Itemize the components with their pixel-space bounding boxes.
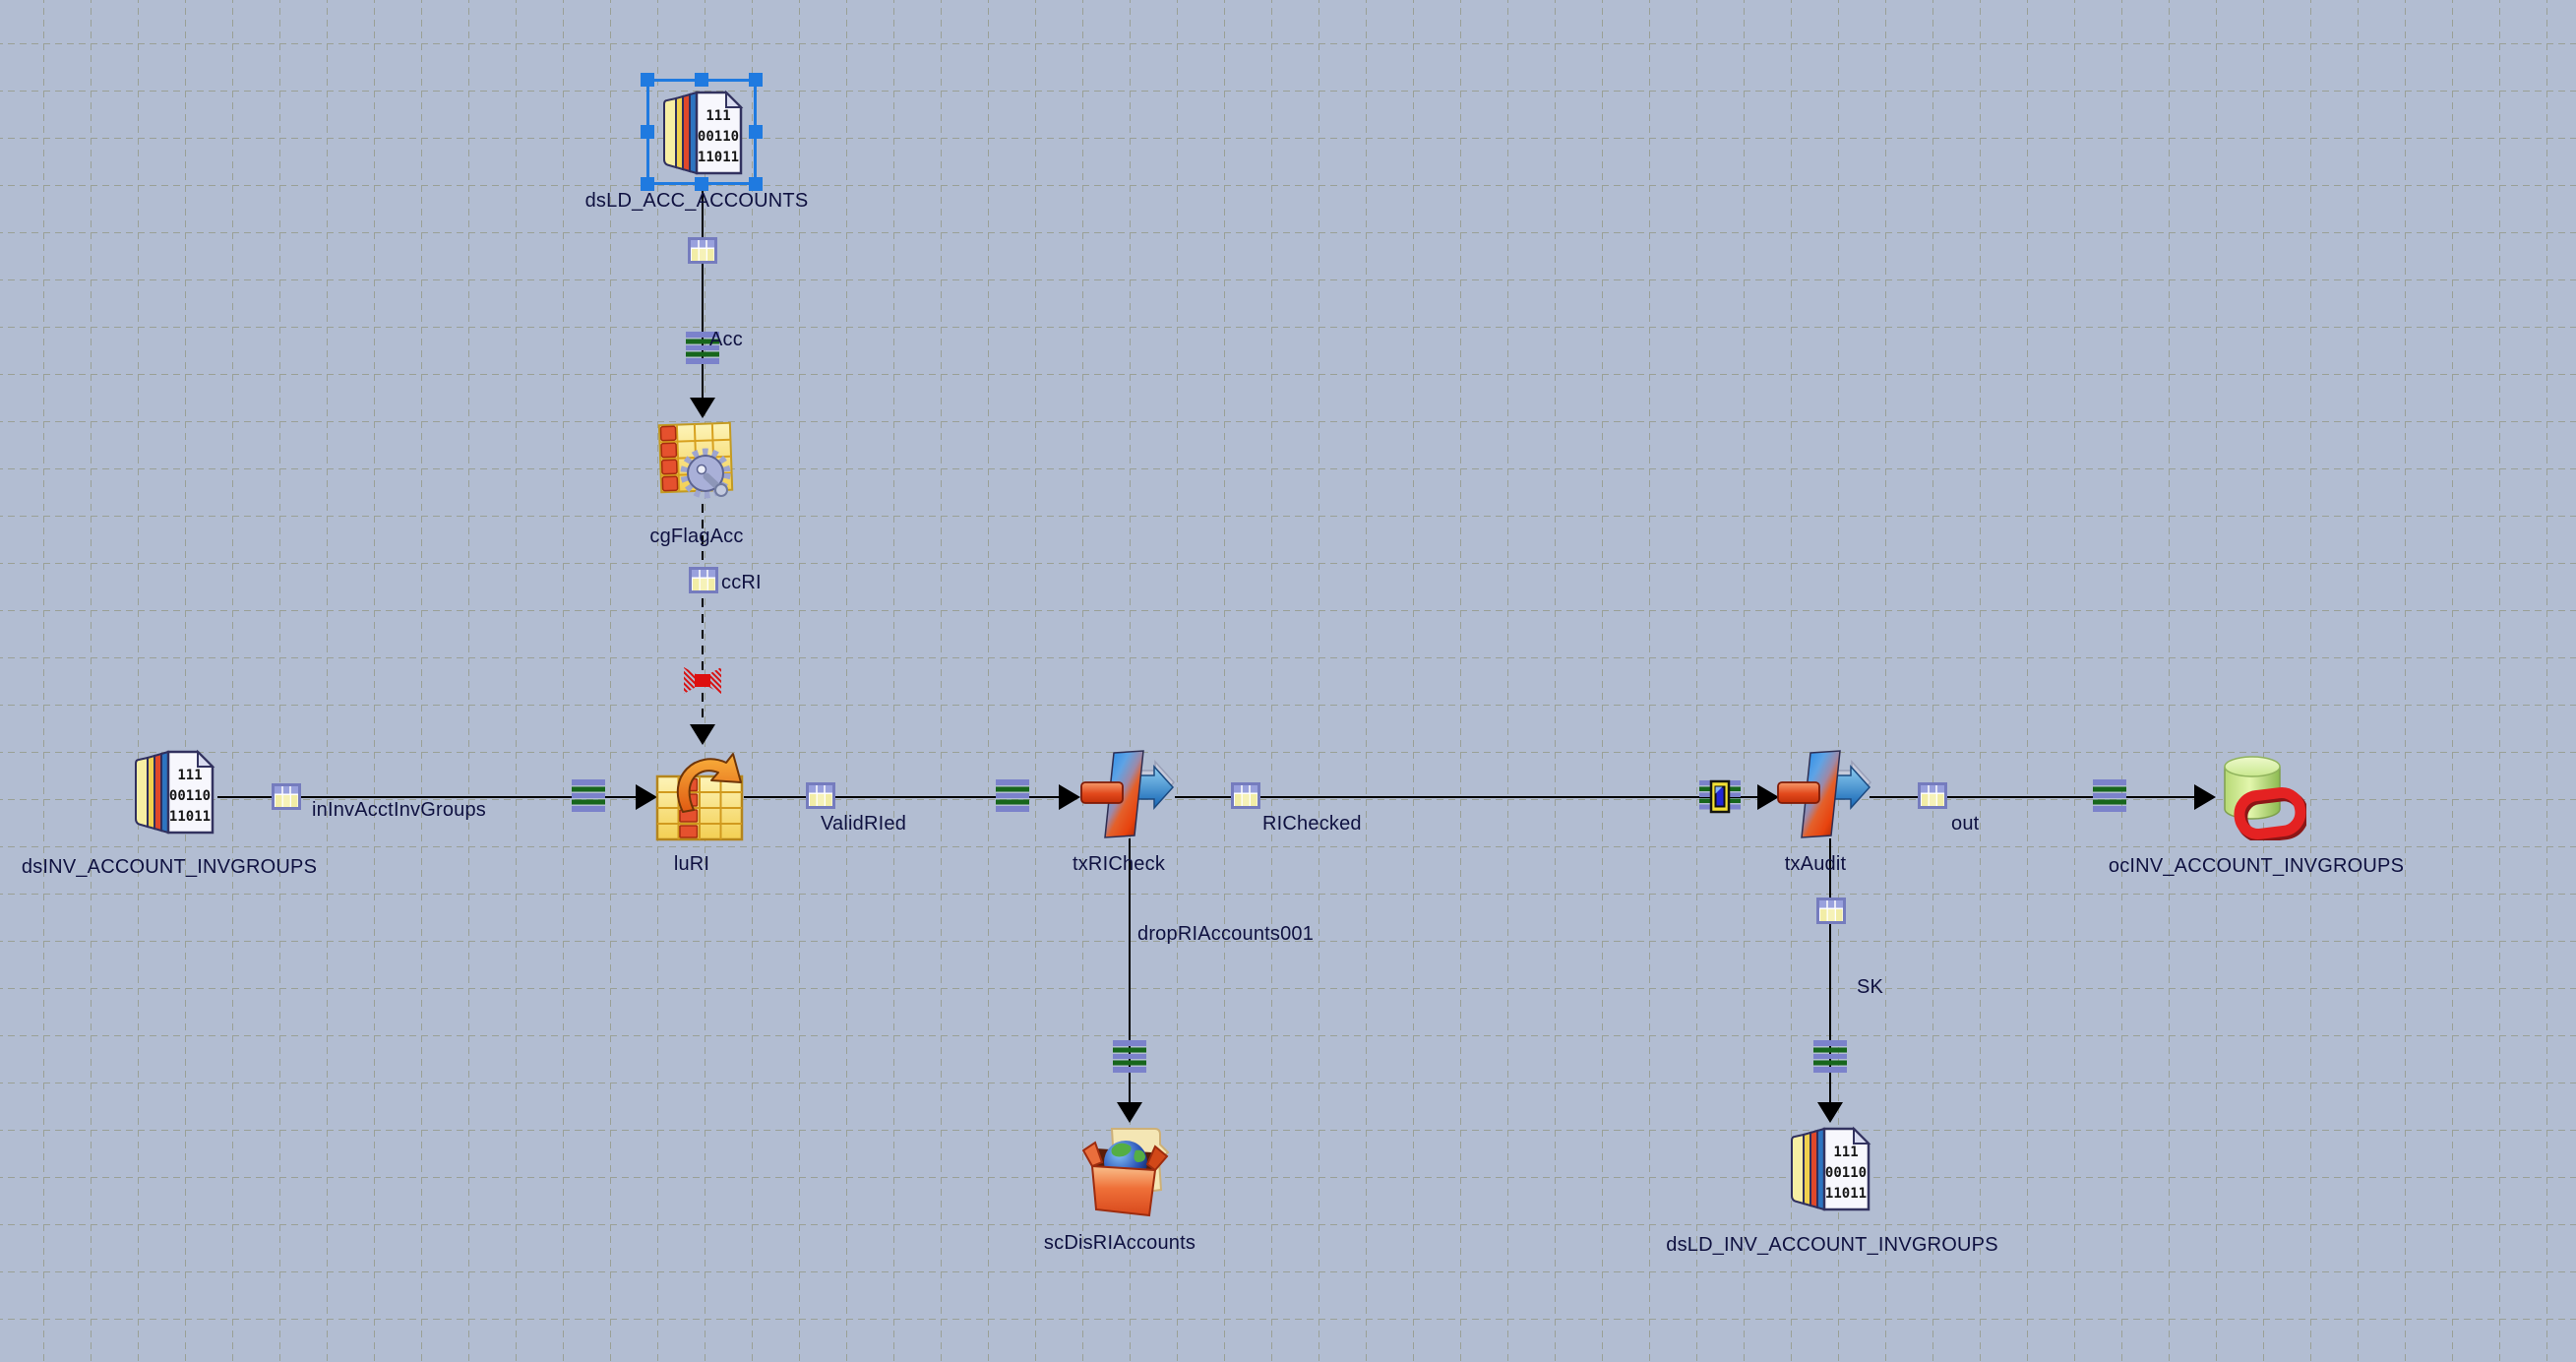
stage-label-txRICheck: txRICheck <box>1072 853 1166 875</box>
selection-handle[interactable] <box>749 73 763 87</box>
link-port-icon[interactable] <box>688 237 717 264</box>
data-set-icon[interactable] <box>129 748 219 838</box>
stage-label-luRI: luRI <box>673 853 710 875</box>
link-sort-marker-icon[interactable] <box>1699 778 1741 816</box>
arrowhead <box>636 784 657 810</box>
stage-dsLD_INV_ACCOUNT_INVGROUPS[interactable] <box>1785 1125 1875 1220</box>
link-partition-icon[interactable] <box>572 779 605 812</box>
link-partition-icon[interactable] <box>996 779 1029 812</box>
stage-label-dsINV_ACCOUNT_INVGROUPS: dsINV_ACCOUNT_INVGROUPS <box>21 856 318 878</box>
stage-label-cgFlagAcc: cgFlagAcc <box>649 526 744 547</box>
link-dropRIAccounts001[interactable] <box>1117 838 1142 1123</box>
arrowhead <box>1117 1102 1142 1123</box>
selection-handle[interactable] <box>749 125 763 139</box>
stage-txRICheck[interactable] <box>1080 750 1175 843</box>
stage-txAudit[interactable] <box>1777 750 1871 843</box>
link-label-inInvAcctInvGroups: inInvAcctInvGroups <box>312 799 487 821</box>
link-ccRI[interactable] <box>690 504 715 745</box>
arrowhead <box>1757 784 1779 810</box>
selection-handle[interactable] <box>695 177 708 191</box>
stage-luRI[interactable] <box>655 743 748 846</box>
link-port-icon[interactable] <box>1231 782 1260 809</box>
stage-scDisRIAccounts[interactable] <box>1082 1123 1177 1222</box>
link-port-icon[interactable] <box>689 567 718 593</box>
selection-handle[interactable] <box>641 177 654 191</box>
link-port-icon[interactable] <box>1816 898 1846 924</box>
link-Acc[interactable] <box>690 183 715 418</box>
link-partition-icon[interactable] <box>1813 1040 1847 1073</box>
link-label-RIChecked: RIChecked <box>1262 813 1362 835</box>
link-SK[interactable] <box>1817 838 1843 1123</box>
link-port-icon[interactable] <box>1918 782 1947 809</box>
arrowhead <box>690 398 715 418</box>
stage-label-ocINV_ACCOUNT_INVGROUPS: ocINV_ACCOUNT_INVGROUPS <box>2108 855 2405 877</box>
link-label-out: out <box>1951 813 1980 835</box>
link-label-ValidRIed: ValidRIed <box>821 813 907 835</box>
selection-handle[interactable] <box>641 125 654 139</box>
transformer-icon[interactable] <box>1777 750 1871 838</box>
stage-label-scDisRIAccounts: scDisRIAccounts <box>1043 1232 1196 1254</box>
transformer-icon[interactable] <box>1080 750 1175 838</box>
arrowhead <box>1059 784 1080 810</box>
data-set-icon[interactable] <box>1785 1125 1875 1215</box>
link-label-Acc: Acc <box>709 329 743 350</box>
arrowhead <box>690 724 715 745</box>
lookup-icon[interactable] <box>655 743 748 841</box>
stage-dsINV_ACCOUNT_INVGROUPS[interactable] <box>129 748 219 843</box>
selection-handle[interactable] <box>749 177 763 191</box>
link-label-ccRI: ccRI <box>721 572 762 593</box>
stage-ocINV_ACCOUNT_INVGROUPS[interactable] <box>2212 750 2306 845</box>
stage-label-dsLD_INV_ACCOUNT_INVGROUPS: dsLD_INV_ACCOUNT_INVGROUPS <box>1666 1234 1998 1256</box>
link-label-dropRIAccounts001: dropRIAccounts001 <box>1137 923 1315 945</box>
stage-label-dsLD_ACC_ACCOUNTS: dsLD_ACC_ACCOUNTS <box>584 190 809 212</box>
link-RIChecked[interactable] <box>1175 784 1779 810</box>
selection-outline <box>641 73 763 191</box>
link-partition-icon[interactable] <box>1113 1040 1146 1073</box>
link-broken-marker-icon <box>683 664 722 697</box>
link-ValidRIed[interactable] <box>744 784 1080 810</box>
oracle-connector-icon[interactable] <box>2212 750 2306 840</box>
stage-label-txAudit: txAudit <box>1784 853 1847 875</box>
selection-handle[interactable] <box>695 73 708 87</box>
column-generator-icon[interactable] <box>655 417 742 504</box>
link-partition-icon[interactable] <box>2093 779 2126 812</box>
link-port-icon[interactable] <box>272 783 301 810</box>
link-port-icon[interactable] <box>806 782 835 809</box>
link-label-SK: SK <box>1857 976 1884 998</box>
arrowhead <box>1817 1102 1843 1123</box>
stage-cgFlagAcc[interactable] <box>655 417 742 509</box>
arrowhead <box>2194 784 2216 810</box>
shared-container-icon[interactable] <box>1082 1123 1177 1217</box>
selection-handle[interactable] <box>641 73 654 87</box>
